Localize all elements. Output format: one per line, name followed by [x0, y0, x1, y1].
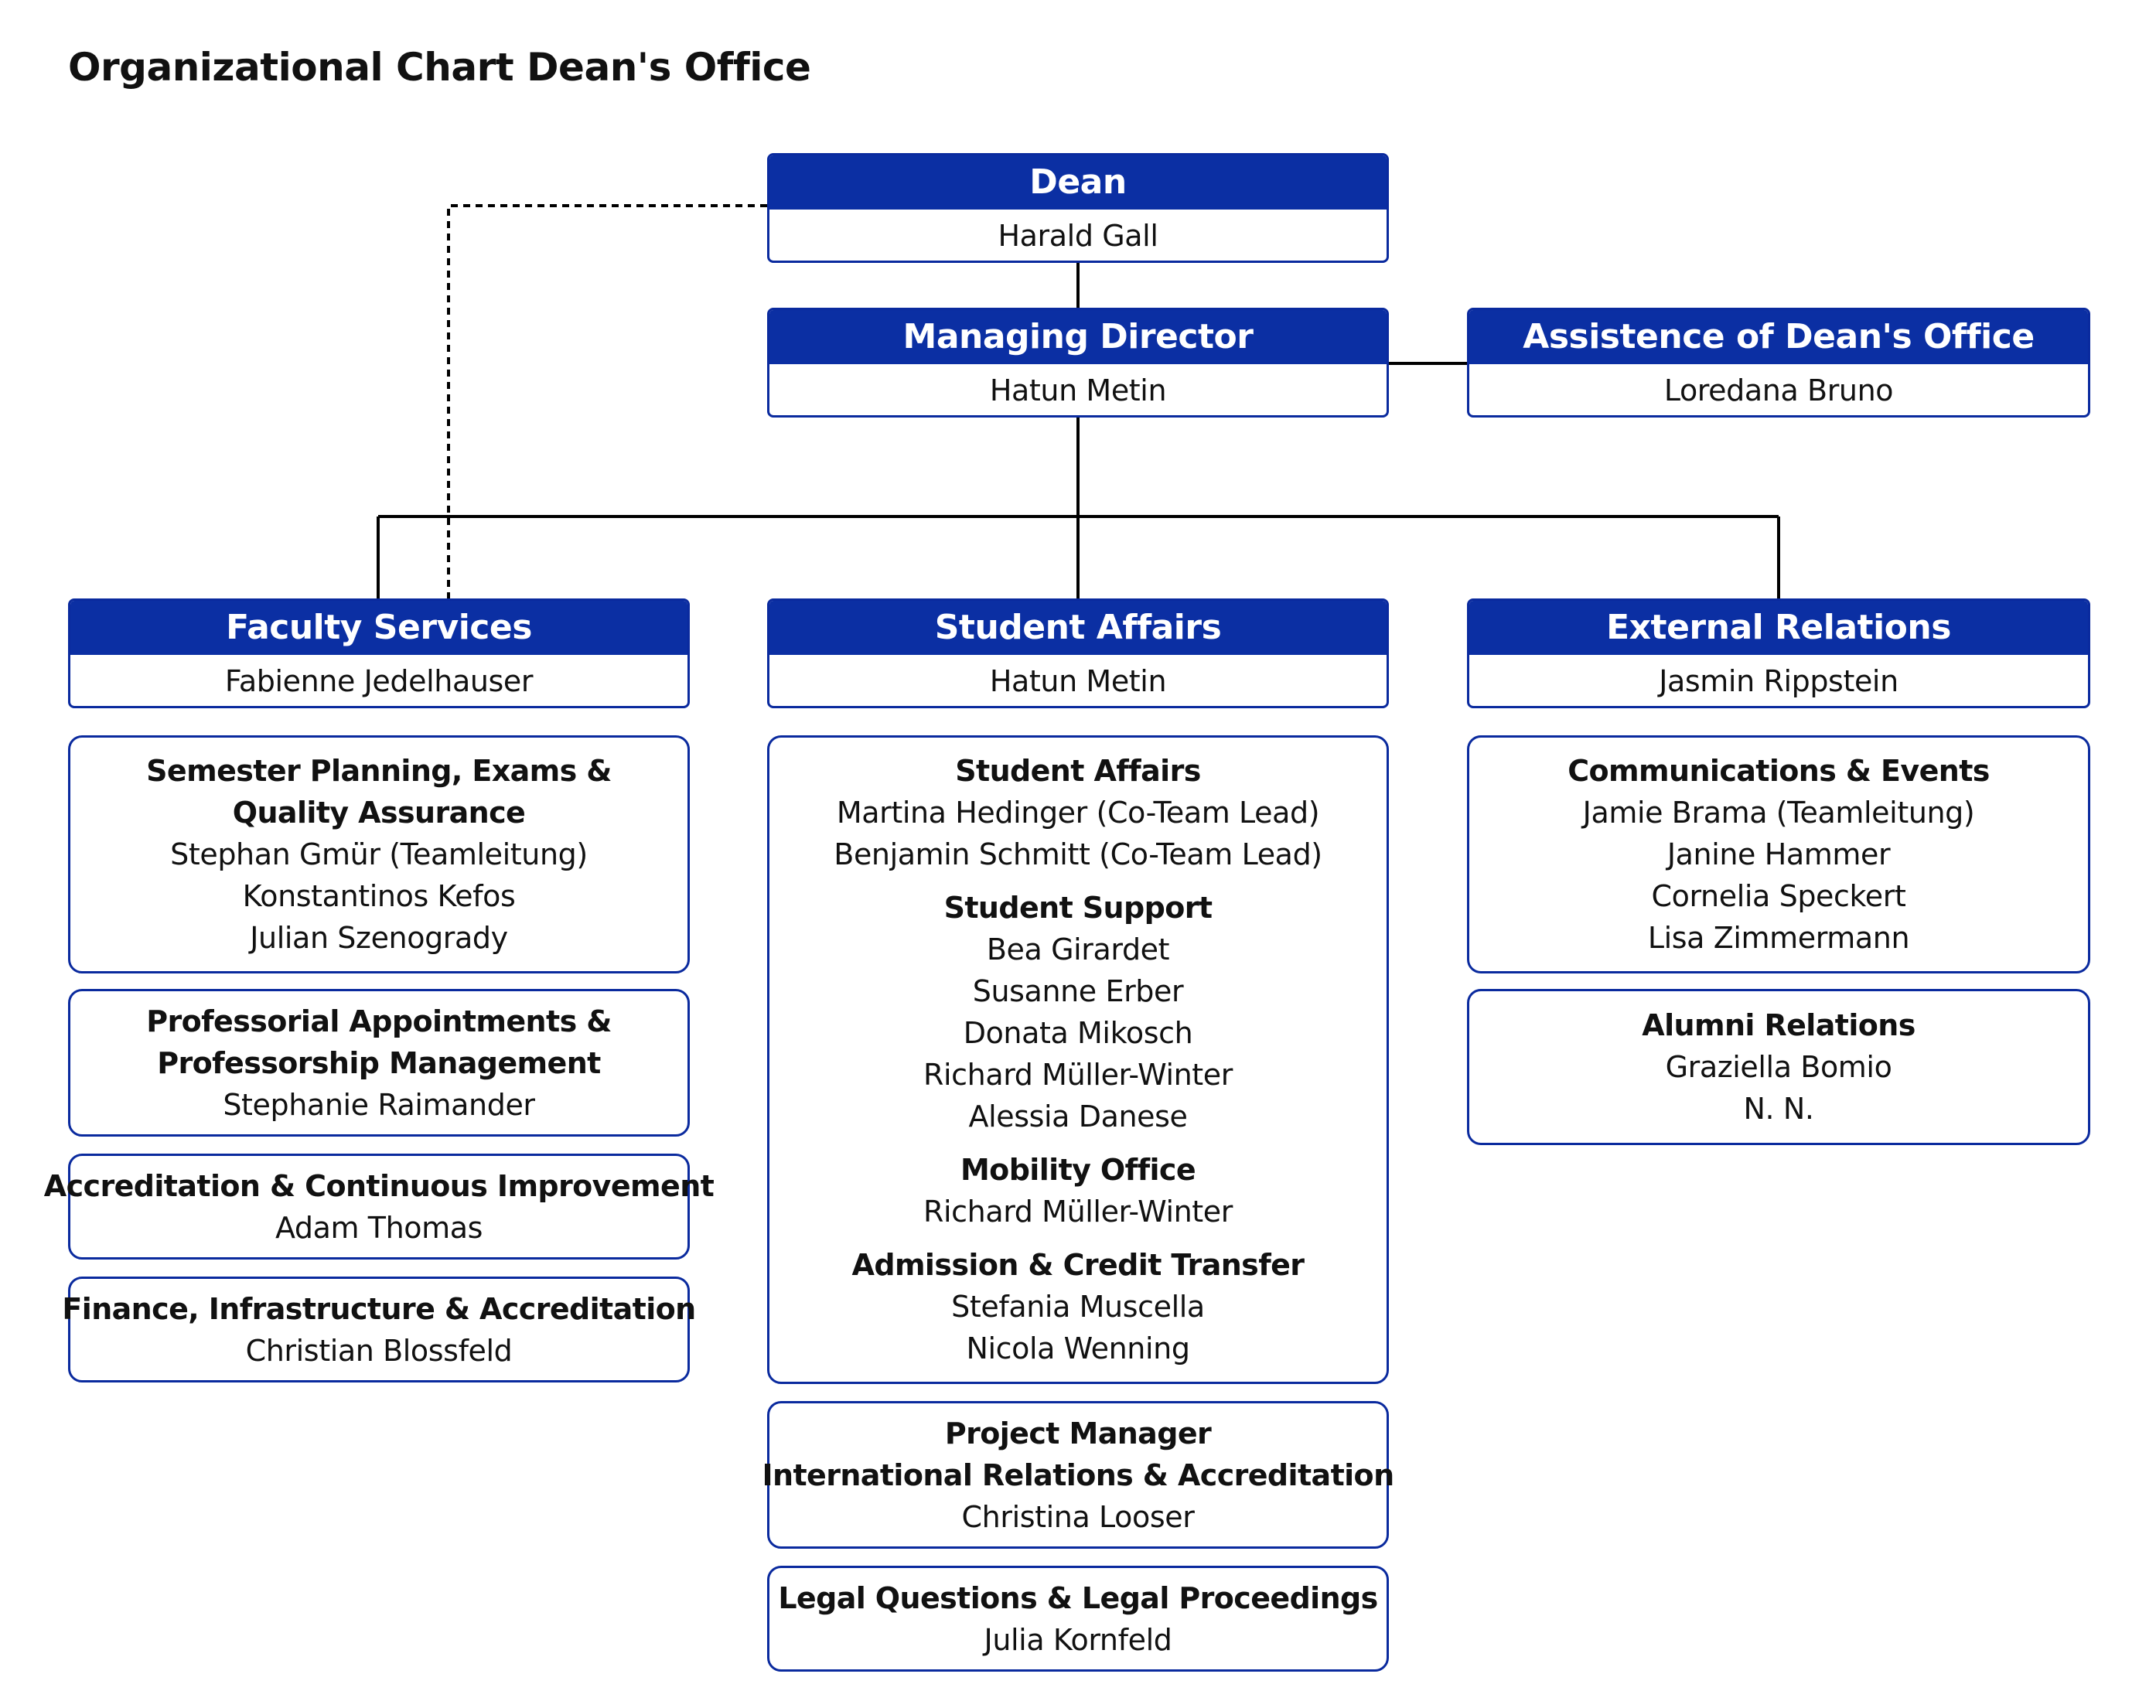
team-title: Professorship Management	[157, 1045, 601, 1080]
team-box: Professorial Appointments & Professorship…	[68, 989, 690, 1137]
managing-director-name: Hatun Metin	[989, 373, 1167, 407]
team-title: Legal Questions & Legal Proceedings	[778, 1580, 1378, 1615]
managing-director-role: Managing Director	[769, 310, 1387, 364]
team-member: Nicola Wenning	[966, 1331, 1190, 1365]
team-member: Adam Thomas	[275, 1210, 483, 1245]
team-member: Janine Hammer	[1666, 837, 1891, 871]
department-head-name: Fabienne Jedelhauser	[224, 664, 534, 698]
team-member: Lisa Zimmermann	[1647, 921, 1910, 955]
faculty-services-box: Faculty Services Fabienne Jedelhauser	[68, 598, 690, 708]
department-role: External Relations	[1469, 601, 2088, 655]
external-relations-box: External Relations Jasmin Rippstein	[1467, 598, 2090, 708]
department-head-name: Jasmin Rippstein	[1659, 664, 1898, 698]
team-title: Professorial Appointments &	[146, 1004, 612, 1038]
team-member: Julia Kornfeld	[984, 1622, 1172, 1657]
team-group: Professorial Appointments & Professorship…	[146, 1001, 612, 1126]
team-member: Stefania Muscella	[951, 1290, 1205, 1324]
team-member: Konstantinos Kefos	[242, 879, 516, 913]
team-member: Stephan Gmür (Teamleitung)	[170, 837, 588, 871]
team-title: Accreditation & Continuous Improvement	[43, 1168, 715, 1203]
assistance-box: Assistence of Dean's Office Loredana Bru…	[1467, 308, 2090, 418]
team-member: Richard Müller-Winter	[923, 1195, 1233, 1229]
team-title: Semester Planning, Exams &	[146, 754, 612, 788]
team-member: N. N.	[1743, 1092, 1814, 1126]
student-affairs-box: Student Affairs Hatun Metin	[767, 598, 1389, 708]
team-member: Graziella Bomio	[1665, 1050, 1892, 1084]
dean-box: Dean Harald Gall	[767, 153, 1389, 263]
assistance-name: Loredana Bruno	[1663, 373, 1894, 407]
team-title: Student Support	[943, 891, 1213, 925]
team-member: Christian Blossfeld	[245, 1333, 513, 1368]
team-member: Martina Hedinger (Co-Team Lead)	[836, 796, 1320, 830]
team-group: Semester Planning, Exams & Quality Assura…	[146, 750, 612, 959]
dean-role: Dean	[769, 155, 1387, 210]
team-box: Semester Planning, Exams & Quality Assura…	[68, 735, 690, 973]
team-member: Cornelia Speckert	[1651, 879, 1906, 913]
department-role: Student Affairs	[769, 601, 1387, 655]
department-role: Faculty Services	[70, 601, 687, 655]
dean-name: Harald Gall	[998, 219, 1158, 253]
team-title: Alumni Relations	[1642, 1008, 1915, 1042]
team-member: Benjamin Schmitt (Co-Team Lead)	[834, 837, 1322, 871]
team-member: Jamie Brama (Teamleitung)	[1582, 796, 1975, 830]
managing-director-box: Managing Director Hatun Metin	[767, 308, 1389, 418]
team-member: Alessia Danese	[968, 1099, 1188, 1134]
team-title: Mobility Office	[960, 1153, 1196, 1187]
team-title: Communications & Events	[1568, 754, 1990, 788]
team-member: Richard Müller-Winter	[923, 1058, 1233, 1092]
team-title: Student Affairs	[955, 754, 1201, 788]
team-member: Julian Szenogrady	[250, 921, 508, 955]
team-member: Bea Girardet	[986, 932, 1170, 967]
connector-dean-dotted-to-faculty-services	[447, 204, 767, 598]
team-member: Christina Looser	[961, 1499, 1195, 1534]
department-head-name: Hatun Metin	[989, 664, 1167, 698]
team-title: Project Manager	[944, 1416, 1212, 1451]
assistance-role: Assistence of Dean's Office	[1469, 310, 2088, 364]
team-title: Finance, Infrastructure & Accreditation	[62, 1291, 696, 1326]
team-title: Admission & Credit Transfer	[851, 1248, 1305, 1282]
page-title: Organizational Chart Dean's Office	[68, 45, 811, 90]
team-member: Stephanie Raimander	[223, 1087, 535, 1122]
team-member: Donata Mikosch	[963, 1016, 1193, 1050]
team-member: Susanne Erber	[972, 974, 1184, 1008]
team-title: International Relations & Accreditation	[762, 1457, 1394, 1492]
team-title: Quality Assurance	[232, 796, 526, 830]
